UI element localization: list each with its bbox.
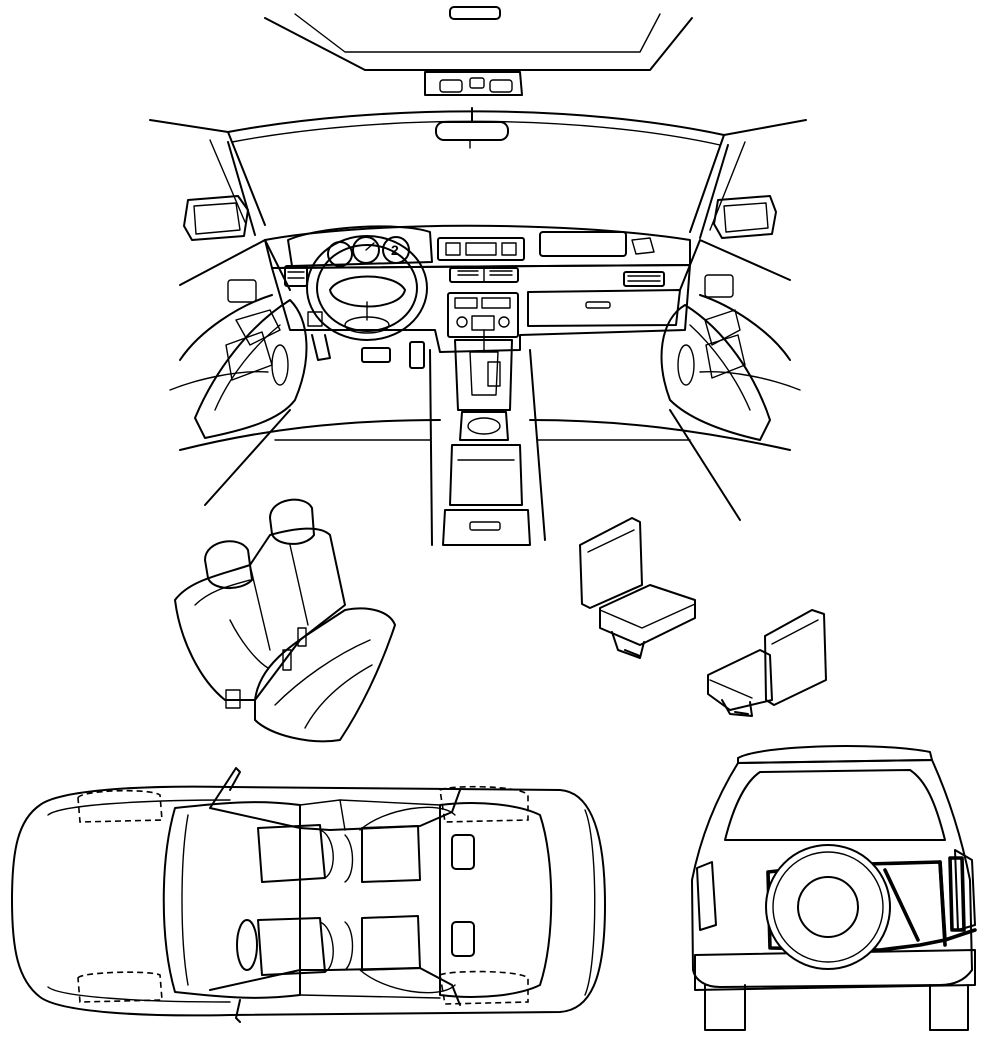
roof-sunroof [264,6,693,71]
windshield-frame [149,110,807,239]
rear-view-mirror [435,107,509,149]
right-door [660,239,801,441]
dashboard [264,224,691,353]
front-seat-right [707,609,827,717]
center-console [442,292,531,546]
dome-light [424,71,523,96]
steering-wheel [306,235,428,341]
floor [179,349,791,546]
front-seat-left [579,517,696,659]
right-side-mirror [713,195,777,239]
rear-bench-seat [174,498,396,743]
top-plan-view [11,767,606,1023]
left-door [169,239,308,439]
left-side-mirror [183,195,249,241]
gauge-digit: 2 [391,242,399,258]
rear-view-spare-tire [691,745,977,1031]
pedals [311,334,425,369]
